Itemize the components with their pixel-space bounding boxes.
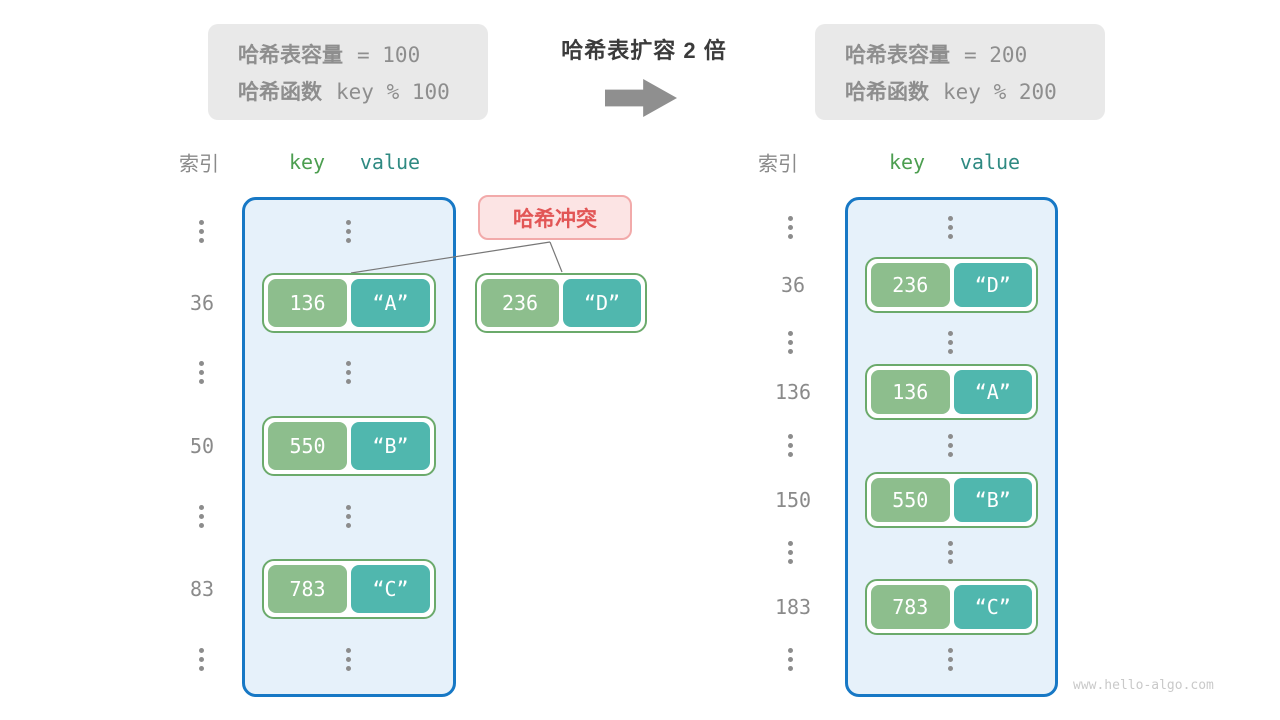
left-header-value: value: [359, 150, 421, 174]
pair-value: “D”: [563, 279, 641, 327]
ellipsis-dots: [788, 434, 793, 439]
pair-row: 550 “B”: [865, 472, 1038, 528]
hash-collision-badge: 哈希冲突: [478, 195, 632, 240]
pair-key: 136: [871, 370, 950, 414]
ellipsis-dots: [788, 648, 793, 653]
ellipsis-dots: [948, 216, 953, 221]
right-arrow-icon: [605, 79, 677, 117]
ellipsis-dots: [788, 216, 793, 221]
info-box-capacity-200: 哈希表容量 = 200 哈希函数 key % 200: [815, 24, 1105, 120]
hash-function-value: key % 200: [943, 79, 1057, 104]
capacity-value: = 200: [964, 42, 1028, 67]
pair-key: 783: [871, 585, 950, 629]
ellipsis-dots: [948, 541, 953, 546]
index-label: 183: [774, 595, 812, 619]
index-label: 36: [189, 291, 215, 315]
pair-key: 550: [871, 478, 950, 522]
ellipsis-dots: [346, 505, 351, 510]
ellipsis-dots: [346, 648, 351, 653]
ellipsis-dots: [199, 220, 204, 225]
collision-line-to-236D: [549, 241, 563, 273]
info-row-hash-function: 哈希函数 key % 200: [845, 76, 1105, 106]
pair-row: 783 “C”: [262, 559, 436, 619]
left-header-index: 索引: [179, 153, 219, 176]
right-header-value: value: [959, 150, 1021, 174]
capacity-label: 哈希表容量: [845, 43, 950, 67]
hash-function-label: 哈希函数: [238, 80, 322, 104]
page-title: 哈希表扩容 2 倍: [561, 38, 727, 63]
pair-value: “B”: [351, 422, 430, 470]
pair-row: 236 “D”: [865, 257, 1038, 313]
ellipsis-dots: [788, 331, 793, 336]
watermark: www.hello-algo.com: [1073, 678, 1214, 693]
pair-row: 136 “A”: [262, 273, 436, 333]
index-label: 150: [774, 488, 812, 512]
info-row-capacity: 哈希表容量 = 200: [845, 39, 1105, 69]
colliding-pair: 236 “D”: [475, 273, 647, 333]
pair-row: 783 “C”: [865, 579, 1038, 635]
pair-key: 136: [268, 279, 347, 327]
hash-function-label: 哈希函数: [845, 80, 929, 104]
ellipsis-dots: [199, 361, 204, 366]
ellipsis-dots: [346, 220, 351, 225]
ellipsis-dots: [948, 648, 953, 653]
right-header-index: 索引: [758, 153, 798, 176]
ellipsis-dots: [199, 648, 204, 653]
capacity-value: = 100: [357, 42, 421, 67]
ellipsis-dots: [948, 434, 953, 439]
ellipsis-dots: [948, 331, 953, 336]
ellipsis-dots: [788, 541, 793, 546]
info-row-capacity: 哈希表容量 = 100: [238, 39, 488, 69]
pair-key: 236: [481, 279, 559, 327]
pair-value: “C”: [351, 565, 430, 613]
info-row-hash-function: 哈希函数 key % 100: [238, 76, 488, 106]
index-label: 83: [189, 577, 215, 601]
index-label: 36: [780, 273, 806, 297]
left-header-key: key: [288, 150, 326, 174]
index-label: 136: [774, 380, 812, 404]
hash-function-value: key % 100: [336, 79, 450, 104]
pair-value: “A”: [351, 279, 430, 327]
ellipsis-dots: [199, 505, 204, 510]
pair-key: 783: [268, 565, 347, 613]
pair-value: “C”: [953, 585, 1032, 629]
info-box-capacity-100: 哈希表容量 = 100 哈希函数 key % 100: [208, 24, 488, 120]
capacity-label: 哈希表容量: [238, 43, 343, 67]
pair-key: 236: [871, 263, 950, 307]
pair-row: 136 “A”: [865, 364, 1038, 420]
index-label: 50: [189, 434, 215, 458]
ellipsis-dots: [346, 361, 351, 366]
pair-row: 550 “B”: [262, 416, 436, 476]
pair-key: 550: [268, 422, 347, 470]
pair-value: “A”: [953, 370, 1032, 414]
pair-value: “D”: [953, 263, 1032, 307]
right-header-key: key: [888, 150, 926, 174]
pair-value: “B”: [953, 478, 1032, 522]
